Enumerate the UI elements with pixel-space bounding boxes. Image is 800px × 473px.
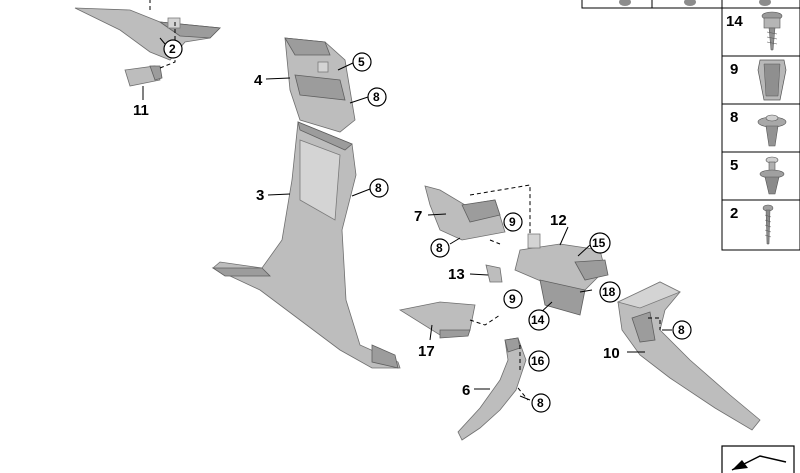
svg-text:8: 8 <box>436 241 443 255</box>
svg-text:9: 9 <box>509 215 516 229</box>
screw-2-icon <box>762 204 774 245</box>
svg-text:14: 14 <box>531 313 545 327</box>
callout-17: 17 <box>418 343 435 360</box>
rivet-8-icon <box>757 114 787 147</box>
fastener-label-9: 9 <box>730 61 738 78</box>
svg-text:8: 8 <box>678 323 685 337</box>
fastener-label-8: 8 <box>730 109 738 126</box>
callout-circle-8e: 8 <box>672 320 692 340</box>
fastener-table: 14 9 8 5 2 <box>581 0 800 251</box>
callout-circle-9a: 9 <box>503 212 523 232</box>
clip-part-11 <box>124 65 163 87</box>
callout-circle-8c: 8 <box>430 238 450 258</box>
pillar-trim-part-3 <box>211 121 401 369</box>
svg-text:8: 8 <box>375 181 382 195</box>
callout-circle-9b: 9 <box>503 289 523 309</box>
fastener-label-14: 14 <box>726 13 743 30</box>
callout-11: 11 <box>133 102 149 119</box>
fastener-label-5: 5 <box>730 157 738 174</box>
callout-3: 3 <box>256 187 264 204</box>
svg-text:5: 5 <box>358 55 365 69</box>
callout-12: 12 <box>550 212 567 229</box>
callout-circle-8b: 8 <box>369 178 389 198</box>
pillar-trim-part-10 <box>616 281 761 431</box>
trim-part-7 <box>424 185 506 241</box>
callout-circle-18: 18 <box>599 281 621 303</box>
callout-circle-8a: 8 <box>367 87 387 107</box>
clip-9-icon <box>757 59 787 101</box>
fastener-label-2: 2 <box>730 205 738 222</box>
callout-circle-15: 15 <box>589 232 611 254</box>
svg-text:18: 18 <box>602 285 616 299</box>
svg-text:8: 8 <box>373 90 380 104</box>
svg-text:9: 9 <box>509 292 516 306</box>
callout-10: 10 <box>603 345 620 362</box>
callout-circle-14: 14 <box>528 309 550 331</box>
pillar-cover-part-4 <box>284 37 356 133</box>
callout-7: 7 <box>414 208 422 225</box>
svg-text:15: 15 <box>592 236 606 250</box>
svg-text:8: 8 <box>537 396 544 410</box>
callout-13: 13 <box>448 266 465 283</box>
svg-text:2: 2 <box>169 42 176 56</box>
callout-circle-16: 16 <box>528 350 550 372</box>
callout-circle-2: 2 <box>163 39 183 59</box>
strip-part-6 <box>457 337 527 441</box>
bracket-part-12 <box>514 233 609 316</box>
callout-6: 6 <box>462 382 470 399</box>
upper-trim-part <box>74 7 221 61</box>
screw-14-icon <box>761 11 783 51</box>
clip-5-icon <box>759 156 785 195</box>
clip-part-13 <box>485 264 503 283</box>
callout-circle-5: 5 <box>352 52 372 72</box>
navigation-arrow-icon <box>721 445 795 473</box>
svg-text:16: 16 <box>531 354 545 368</box>
callout-circle-8d: 8 <box>531 393 551 413</box>
trim-part-17 <box>398 301 476 339</box>
callout-4: 4 <box>254 72 263 89</box>
